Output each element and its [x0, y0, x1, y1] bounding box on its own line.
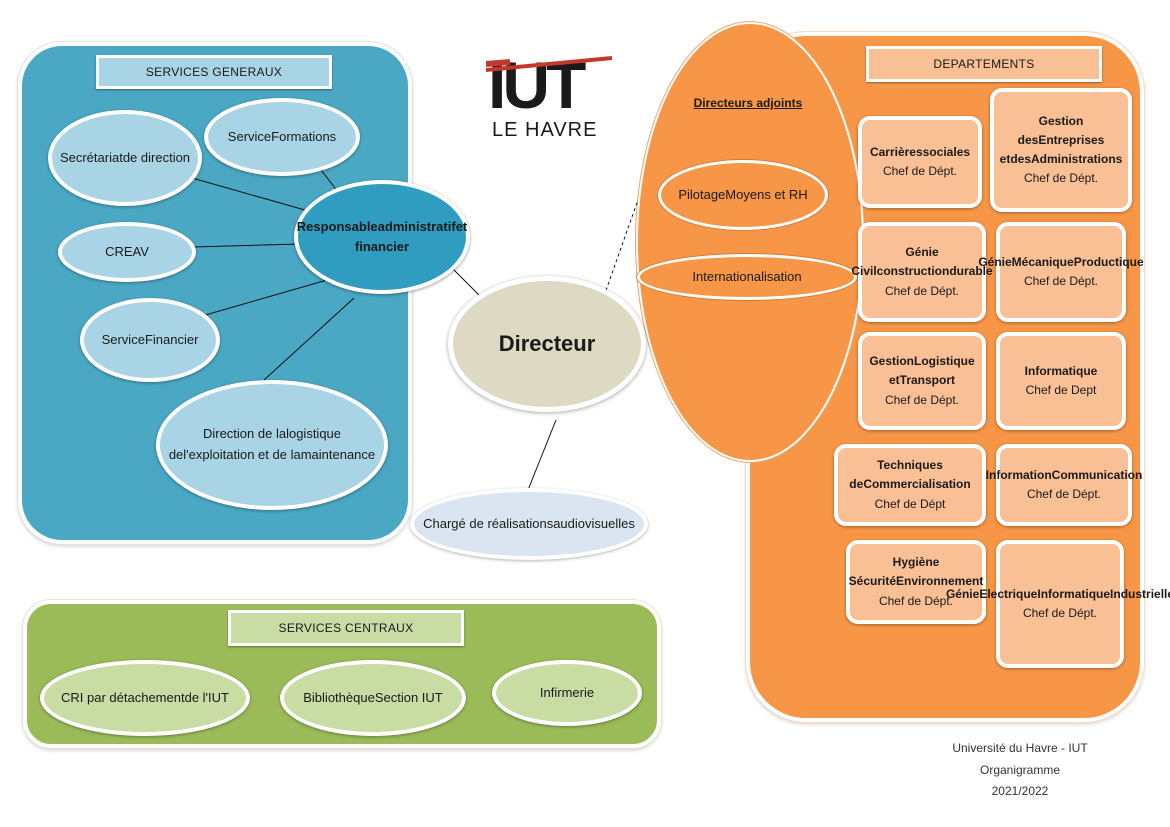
logo-subtitle: LE HAVRE	[492, 119, 598, 141]
pilotage-ellipse[interactable]: PilotageMoyens et RH	[658, 160, 828, 230]
service-financier-ellipse[interactable]: ServiceFinancier	[80, 298, 220, 382]
iut-logo: IUT LE HAVRE	[485, 48, 616, 142]
service-formations-ellipse[interactable]: ServiceFormations	[204, 98, 360, 176]
directeurs-adjoints-ellipse	[636, 22, 864, 462]
dept-hse[interactable]: Hygiène SécuritéEnvironnement Chef de Dé…	[846, 540, 986, 624]
cri-ellipse[interactable]: CRI par détachementde l'IUT	[40, 660, 250, 736]
directeur-ellipse[interactable]: Directeur	[448, 276, 646, 412]
services-generaux-title: SERVICES GENERAUX	[96, 55, 332, 89]
dept-carrieres-sociales[interactable]: Carrièressociales Chef de Dépt.	[858, 116, 982, 208]
iut-logo-mark: IUT	[485, 48, 613, 122]
logistique-ellipse[interactable]: Direction de lalogistique del'exploitati…	[156, 380, 388, 510]
footer-year: 2021/2022	[991, 784, 1049, 799]
dept-geii[interactable]: GénieElectriqueInformatiqueIndustrielle …	[946, 540, 1170, 668]
audiovisuel-ellipse[interactable]: Chargé de réalisationsaudiovisuelles	[410, 488, 648, 560]
directeurs-adjoints-title: Directeurs adjoints	[693, 96, 803, 110]
dept-tc[interactable]: Techniques deCommercialisation Chef de D…	[834, 444, 986, 526]
services-centraux-title: SERVICES CENTRAUX	[228, 610, 464, 646]
dept-genie-civil[interactable]: Génie Civilconstructiondurable Chef de D…	[851, 222, 993, 322]
footer-university: Université du Havre - IUT	[952, 741, 1088, 755]
dept-informatique[interactable]: Informatique Chef de Dept	[996, 332, 1126, 430]
internationalisation-ellipse[interactable]: Internationalisation	[637, 254, 857, 300]
dept-gmp[interactable]: GénieMécaniqueProductique Chef de Dépt.	[978, 222, 1144, 322]
infirmerie-ellipse[interactable]: Infirmerie	[492, 660, 642, 726]
responsable-ellipse[interactable]: Responsableadministratifet financier	[294, 180, 470, 294]
bibliotheque-ellipse[interactable]: BibliothèqueSection IUT	[280, 660, 466, 736]
footer: Université du Havre - IUT Organigramme 2…	[920, 738, 1120, 803]
creav-ellipse[interactable]: CREAV	[58, 222, 196, 282]
footer-organigramme: Organigramme	[979, 762, 1061, 777]
departements-title: DEPARTEMENTS	[866, 46, 1102, 82]
dept-info-com[interactable]: InformationCommunication Chef de Dépt.	[986, 444, 1142, 526]
dept-glt[interactable]: GestionLogistique etTransport Chef de Dé…	[858, 332, 986, 430]
dept-gea[interactable]: Gestion desEntreprises etdesAdministrati…	[990, 88, 1132, 212]
secretariat-ellipse[interactable]: Secrétariatde direction	[48, 110, 202, 206]
